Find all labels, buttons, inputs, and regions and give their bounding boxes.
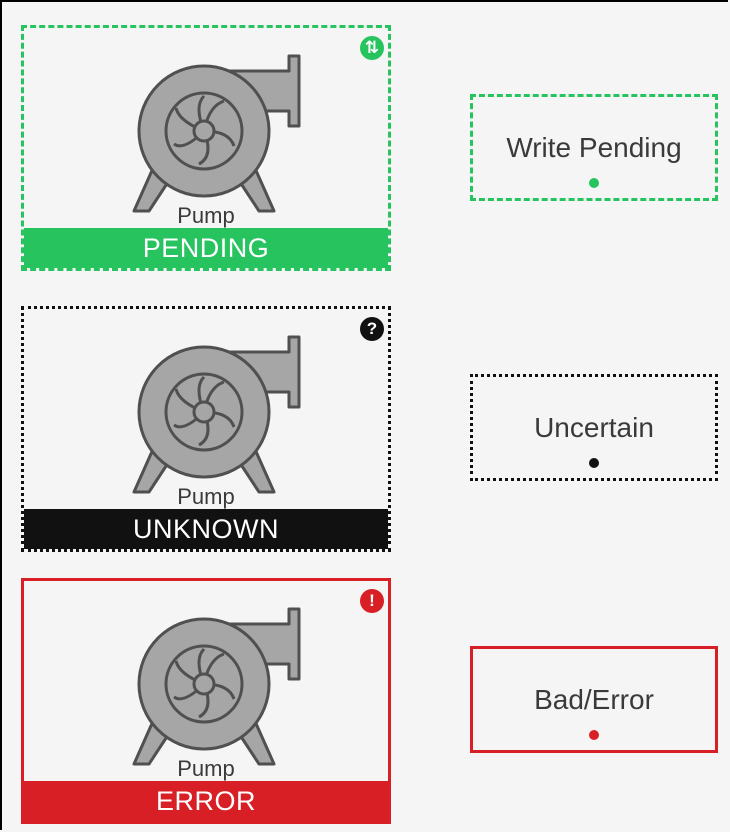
pump-card-error[interactable]: Pump ERROR !: [21, 578, 391, 824]
pump-icon: [132, 54, 301, 213]
tag-text: Uncertain: [534, 412, 654, 443]
status-bar-error: ERROR: [24, 781, 388, 821]
pump-icon: [132, 335, 301, 494]
status-dot-error: [589, 730, 599, 740]
tag-uncertain[interactable]: Uncertain: [470, 374, 718, 481]
pump-label: Pump: [177, 756, 235, 781]
tag-text: Write Pending: [506, 132, 682, 163]
pump-card-unknown[interactable]: Pump UNKNOWN ?: [21, 306, 391, 552]
status-bar-unknown: UNKNOWN: [24, 509, 388, 549]
pump-card-pending[interactable]: Pump PENDING ⇅: [21, 25, 391, 271]
exclamation-icon: !: [360, 589, 384, 613]
pump-icon: [132, 607, 301, 766]
question-icon: ?: [360, 317, 384, 341]
sync-icon: ⇅: [360, 36, 384, 60]
tag-bad-error[interactable]: Bad/Error: [470, 646, 718, 753]
tag-text: Bad/Error: [534, 684, 654, 715]
status-dot-pending: [589, 178, 599, 188]
tag-write-pending[interactable]: Write Pending: [470, 94, 718, 201]
pump-label: Pump: [177, 203, 235, 228]
pump-label: Pump: [177, 484, 235, 509]
status-dot-unknown: [589, 458, 599, 468]
status-bar-pending: PENDING: [24, 228, 388, 268]
